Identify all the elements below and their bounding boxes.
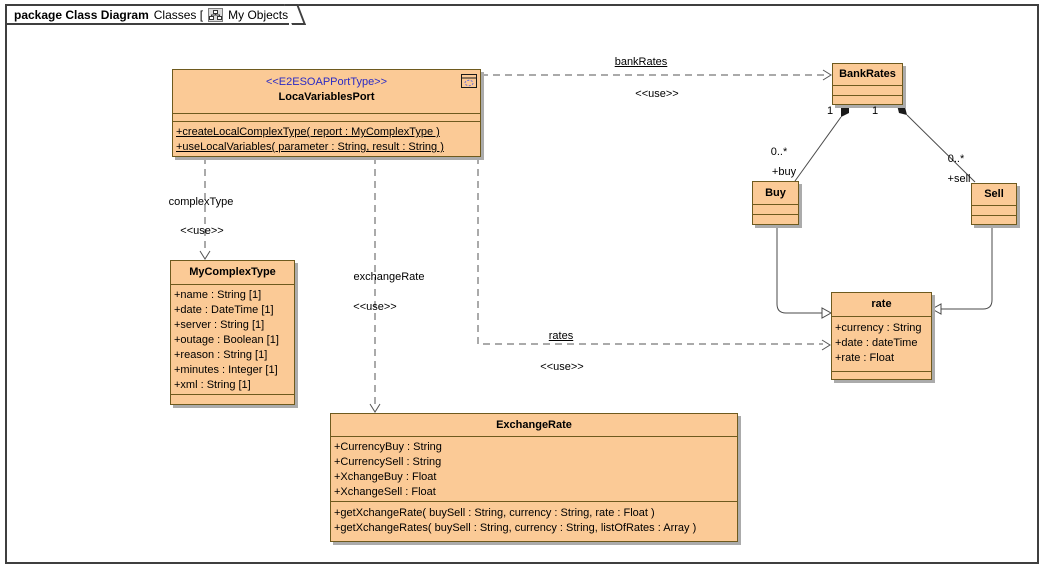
class-diagram-icon — [208, 7, 224, 22]
multiplicity-bankrates-buy: 1 — [826, 105, 834, 117]
generalization-sell-rate-arrowhead — [930, 303, 942, 315]
dependency-rates-arrowhead — [821, 339, 831, 351]
edge-stereotype-exchangerate: <<use>> — [353, 301, 397, 313]
attribute: +CurrencyBuy : String — [334, 441, 442, 453]
attribute: +XchangeBuy : Float — [334, 471, 437, 483]
edge-label-complextype[interactable]: complexType — [168, 196, 234, 208]
dependency-bankrates-arrowhead — [822, 69, 832, 81]
generalization-sell-rate-edge[interactable] — [941, 225, 993, 310]
class-stereotype: <<E2ESOAPPortType>> — [265, 76, 388, 88]
edge-stereotype-rates: <<use>> — [540, 361, 584, 373]
attribute: +currency : String — [835, 322, 922, 334]
dependency-rates-edge[interactable] — [477, 157, 823, 345]
attribute: +outage : Boolean [1] — [174, 334, 279, 346]
class-sell[interactable]: Sell — [971, 183, 1017, 225]
dependency-exchangerate-arrowhead — [369, 403, 381, 413]
attribute: +reason : String [1] — [174, 349, 268, 361]
dependency-complextype-arrowhead — [199, 250, 211, 260]
attribute: +CurrencySell : String — [334, 456, 442, 468]
edge-stereotype-complextype: <<use>> — [180, 225, 224, 237]
attribute: +date : DateTime [1] — [174, 304, 274, 316]
role-sell: +sell — [947, 173, 971, 185]
association-buy-edge[interactable] — [794, 116, 842, 182]
diagram-tab[interactable]: package Class Diagram Classes [ My Objec… — [5, 4, 296, 25]
diagram-name-label: My Objects — [228, 7, 289, 22]
attribute: +server : String [1] — [174, 319, 265, 331]
class-name: ExchangeRate — [496, 419, 572, 431]
operation: +createLocalComplexType( report : MyComp… — [176, 126, 440, 138]
diagram-bracket-close: ] — [293, 7, 297, 22]
class-bankrates[interactable]: BankRates — [832, 63, 903, 105]
diagram-frame — [5, 4, 1039, 564]
class-name: BankRates — [839, 68, 896, 80]
class-name: Sell — [984, 188, 1004, 200]
diagram-context-label: Classes [ — [153, 7, 204, 22]
operation: +useLocalVariables( parameter : String, … — [176, 141, 444, 153]
attribute: +XchangeSell : Float — [334, 486, 436, 498]
class-locavariablesport[interactable]: <<E2ESOAPPortType>> LocaVariablesPort +c… — [172, 69, 481, 157]
porttype-icon — [461, 74, 477, 93]
composition-sell-diamond — [897, 105, 907, 115]
class-name: rate — [871, 298, 892, 310]
multiplicity-sell: 0..* — [947, 153, 965, 165]
class-rate[interactable]: rate +currency : String +date : dateTime… — [831, 292, 932, 380]
operation: +getXchangeRates( buySell : String, curr… — [334, 522, 697, 534]
generalization-buy-rate-edge[interactable] — [776, 225, 822, 314]
class-name: Buy — [765, 187, 786, 199]
attribute: +date : dateTime — [835, 337, 918, 349]
operation: +getXchangeRate( buySell : String, curre… — [334, 507, 655, 519]
class-buy[interactable]: Buy — [752, 181, 799, 225]
class-mycomplextype[interactable]: MyComplexType +name : String [1] +date :… — [170, 260, 295, 405]
composition-buy-diamond — [841, 105, 849, 117]
edge-stereotype-bankrates: <<use>> — [635, 88, 679, 100]
attribute: +name : String [1] — [174, 289, 262, 301]
edge-label-exchangerate[interactable]: exchangeRate — [353, 271, 425, 283]
attribute: +minutes : Integer [1] — [174, 364, 278, 376]
class-exchangerate[interactable]: ExchangeRate +CurrencyBuy : String +Curr… — [330, 413, 738, 542]
attribute: +xml : String [1] — [174, 379, 251, 391]
edge-label-rates[interactable]: rates — [548, 330, 574, 342]
diagram-kind-label: package Class Diagram — [14, 7, 149, 22]
class-name: MyComplexType — [189, 266, 276, 278]
multiplicity-bankrates-sell: 1 — [871, 105, 879, 117]
attribute: +rate : Float — [835, 352, 895, 364]
generalization-buy-rate-arrowhead — [821, 307, 833, 319]
edge-label-bankrates[interactable]: bankRates — [614, 56, 668, 68]
multiplicity-buy: 0..* — [770, 146, 788, 158]
association-sell-edge[interactable] — [906, 114, 976, 183]
class-name: LocaVariablesPort — [278, 91, 375, 103]
role-buy: +buy — [771, 166, 797, 178]
